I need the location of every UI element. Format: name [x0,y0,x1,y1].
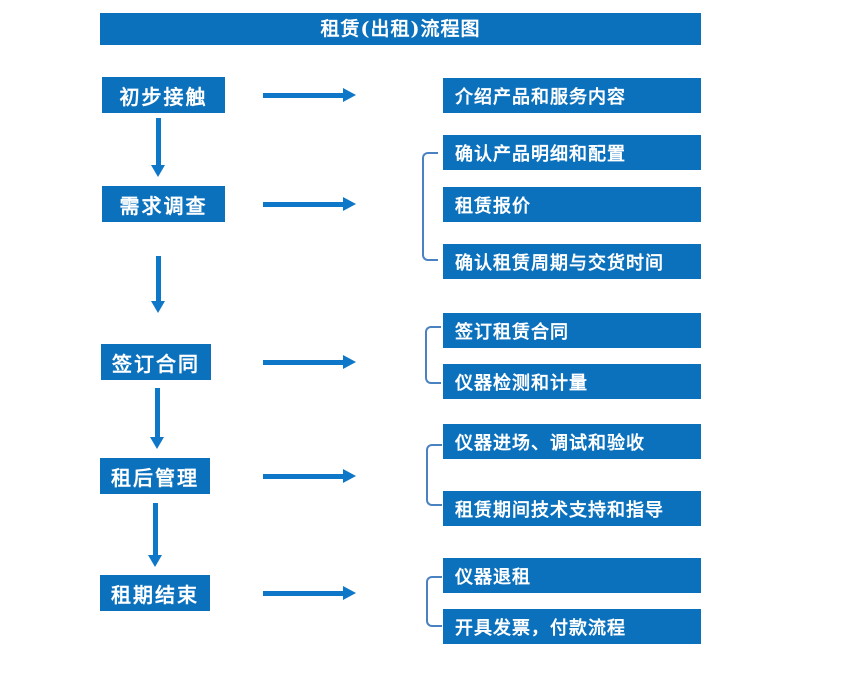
detail-box-introduce-products: 介绍产品和服务内容 [443,78,701,113]
down-arrow-head-icon-4 [148,555,162,567]
down-arrow-head-icon-3 [150,437,164,449]
stage-box-sign-contract: 签订合同 [101,344,211,380]
down-arrow-head-icon-2 [151,301,165,313]
stage-box-post-rental-management: 租后管理 [100,458,210,494]
right-arrow-shaft-2 [263,202,344,207]
right-arrow-head-icon-4 [343,469,356,483]
detail-box-rental-quote: 租赁报价 [443,187,701,222]
down-arrow-shaft-2 [156,256,161,302]
right-arrow-head-icon-3 [343,355,356,369]
detail-box-instrument-return: 仪器退租 [443,558,701,593]
detail-box-technical-support: 租赁期间技术支持和指导 [443,491,701,526]
detail-box-invoice-payment: 开具发票，付款流程 [443,609,701,644]
detail-box-confirm-product-config: 确认产品明细和配置 [443,135,701,170]
right-arrow-head-icon-5 [343,586,356,600]
stage-box-demand-survey: 需求调查 [102,186,225,222]
stage-box-rental-end: 租期结束 [100,575,210,611]
right-arrow-shaft-5 [263,591,344,596]
detail-box-instrument-testing: 仪器检测和计量 [443,364,701,399]
group-bracket-demand-survey [422,152,438,261]
group-bracket-post-rental [426,444,442,506]
group-bracket-sign-contract [425,326,441,384]
detail-box-instrument-installation: 仪器进场、调试和验收 [443,424,701,459]
stage-box-initial-contact: 初步接触 [102,77,225,113]
right-arrow-shaft-3 [263,360,344,365]
flowchart-title: 租赁(出租)流程图 [100,13,701,45]
right-arrow-head-icon-1 [343,88,356,102]
down-arrow-shaft-4 [153,503,158,556]
detail-box-confirm-period-delivery: 确认租赁周期与交货时间 [443,244,701,279]
detail-box-sign-rental-contract: 签订租赁合同 [443,313,701,348]
down-arrow-shaft-3 [155,388,160,438]
right-arrow-head-icon-2 [343,197,356,211]
group-bracket-rental-end [426,576,442,627]
right-arrow-shaft-4 [263,474,344,479]
down-arrow-shaft-1 [156,118,161,166]
down-arrow-head-icon-1 [151,165,165,177]
right-arrow-shaft-1 [263,93,344,98]
